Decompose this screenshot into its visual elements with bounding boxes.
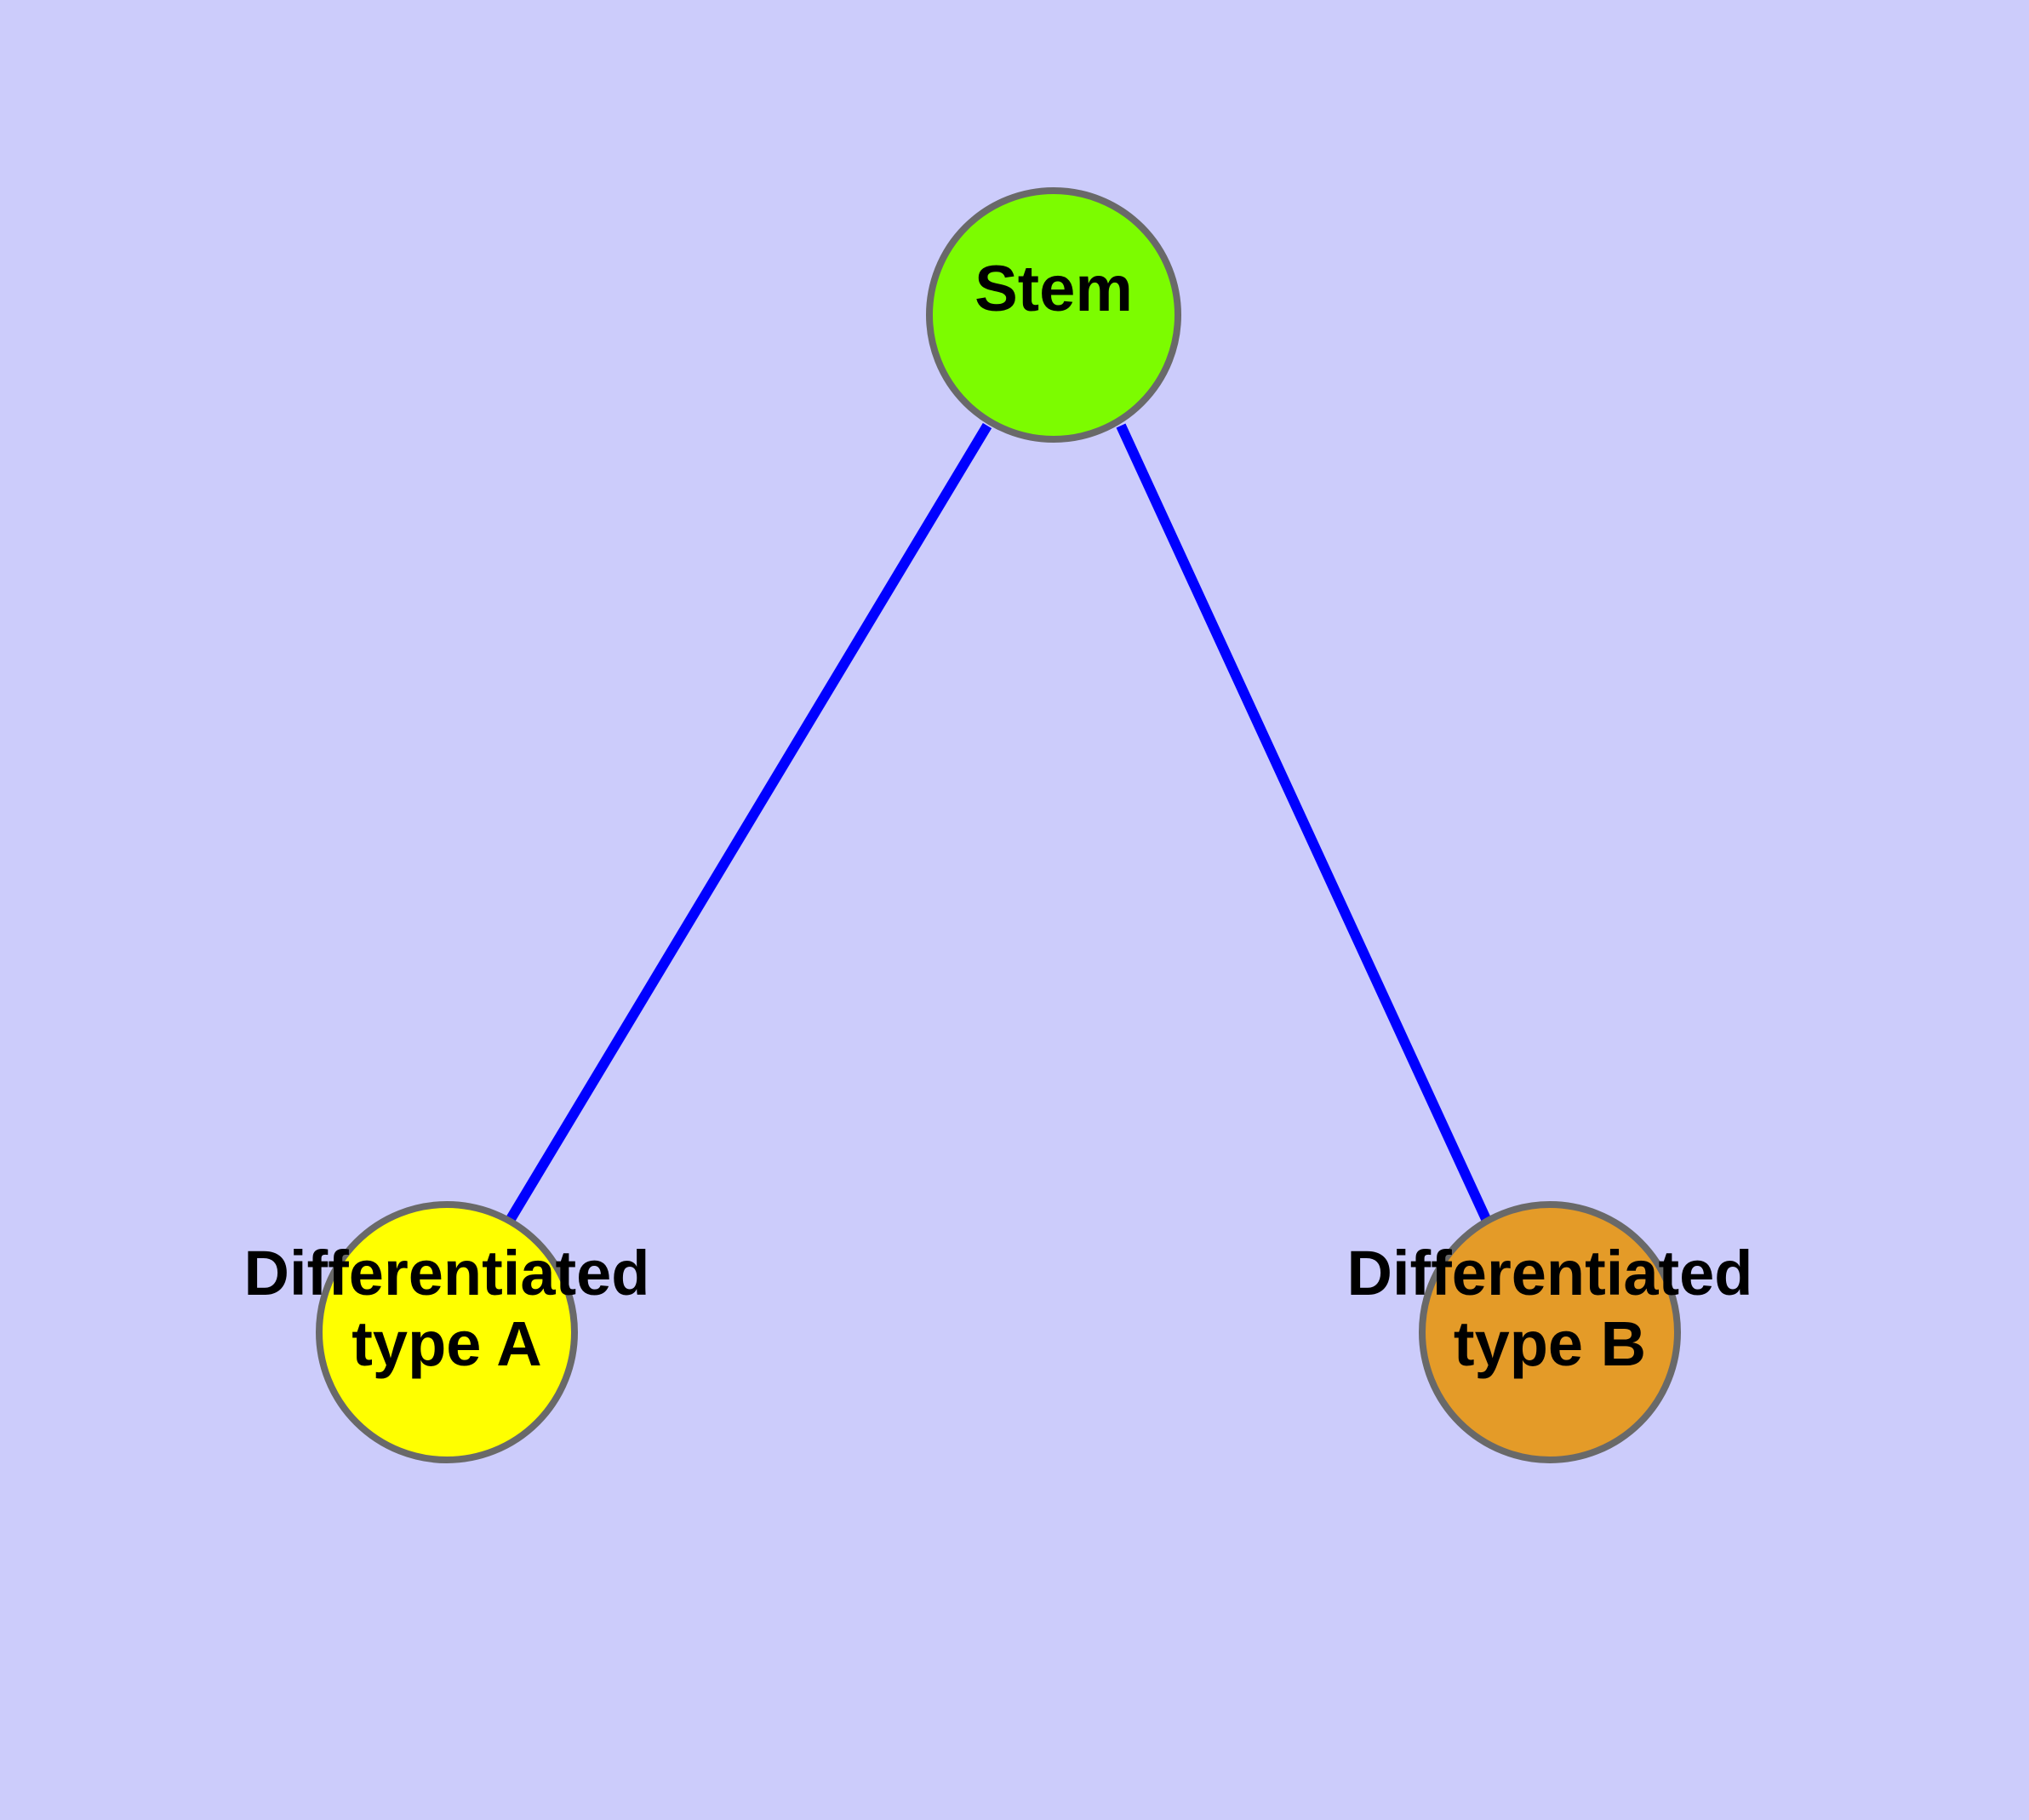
node-differentiated-type-a[interactable] [316,1201,578,1463]
edge-stem-to-diff-b [1116,423,1491,1222]
edge-stem-to-diff-a [506,422,992,1222]
node-stem[interactable] [926,187,1181,443]
node-differentiated-type-b[interactable] [1419,1201,1681,1463]
